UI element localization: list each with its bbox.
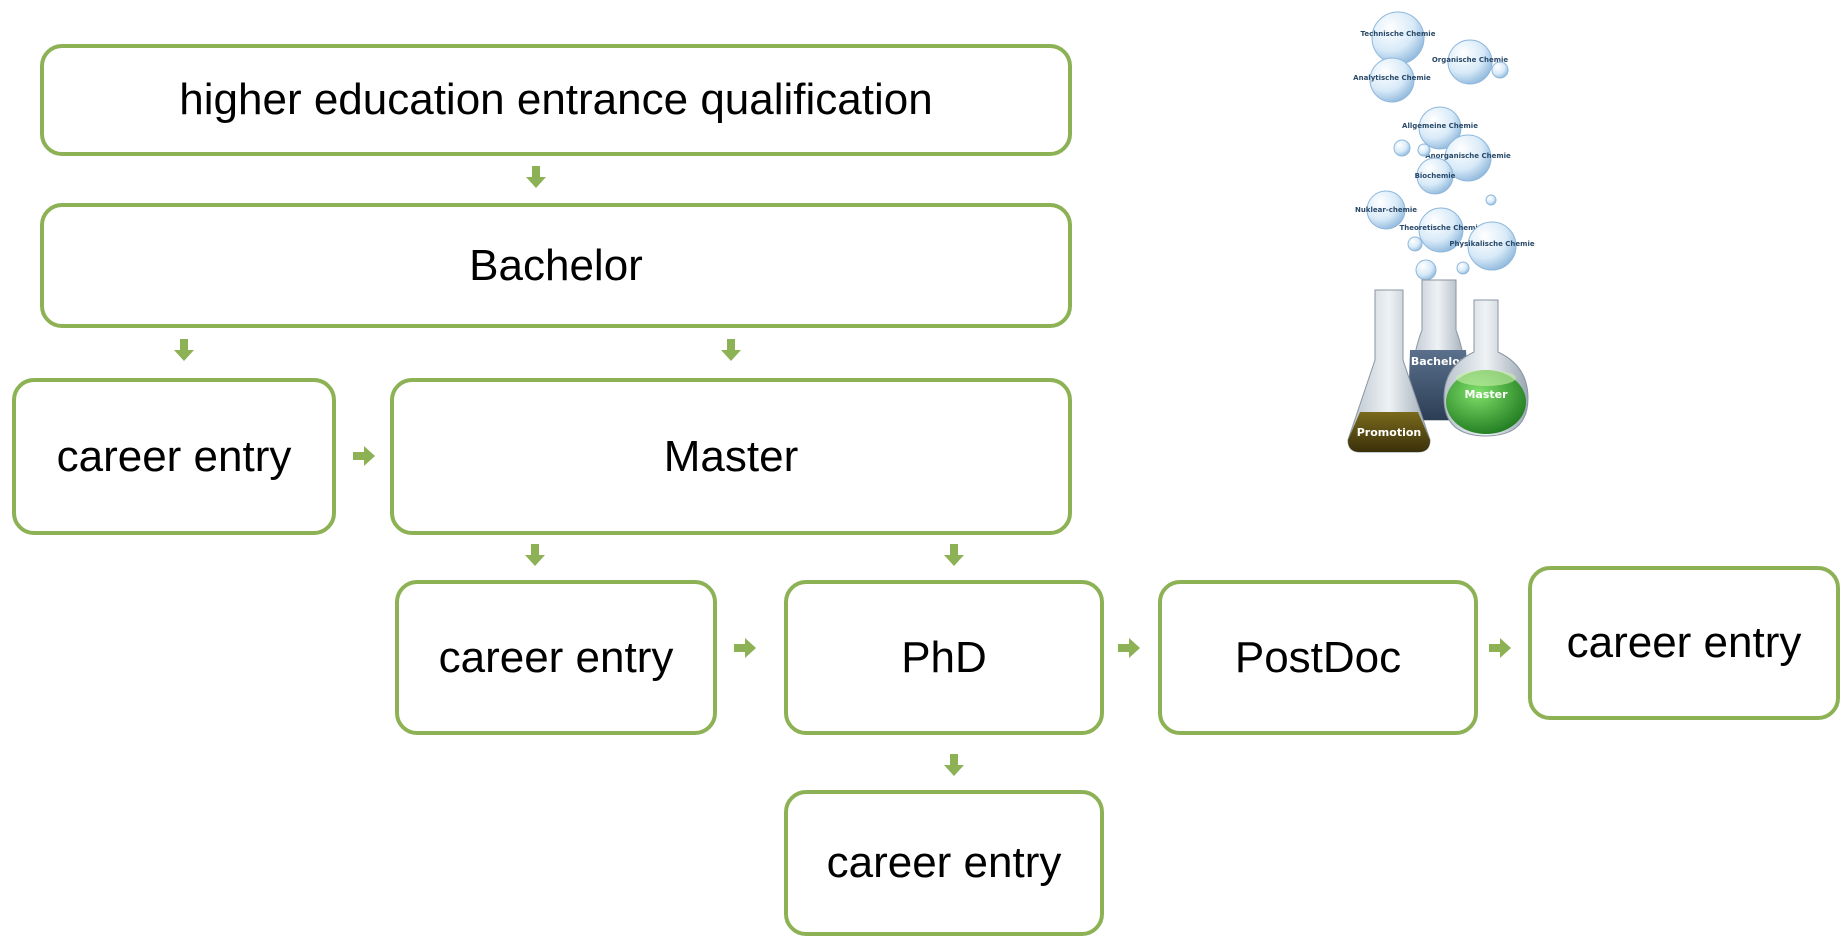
node-label: career entry	[438, 632, 674, 682]
node-label: career entry	[56, 431, 292, 481]
bubble-theoretische-chemie: Theoretische Chemie	[1399, 207, 1483, 253]
node-master: Master	[390, 378, 1072, 535]
bubble-nuklearchemie: Nuklear-chemie	[1355, 190, 1417, 230]
arrow-down-icon	[523, 543, 547, 567]
bubble-analytische-chemie: Analytische Chemie	[1353, 57, 1431, 103]
node-label: PhD	[901, 632, 987, 682]
chemistry-flasks-illustration: Technische Chemie Organische Chemie Anal…	[1340, 0, 1540, 470]
node-label: career entry	[826, 838, 1062, 887]
bubble-label: Physikalische Chemie	[1449, 240, 1534, 248]
flask-master: Master	[1443, 299, 1529, 437]
arrow-down-icon	[942, 543, 966, 567]
bubble-label: Analytische Chemie	[1353, 74, 1431, 82]
node-label: PostDoc	[1234, 632, 1402, 682]
node-career-entry-after-master: career entry	[395, 580, 717, 735]
bubble-label: Biochemie	[1415, 172, 1456, 180]
bubble-organische-chemie: Organische Chemie	[1432, 39, 1509, 85]
node-higher-education-entrance-qualification: higher education entrance qualification	[40, 44, 1072, 156]
node-label: higher education entrance qualification	[179, 75, 933, 124]
arrow-right-icon	[352, 444, 376, 468]
bubble-allgemeine-chemie: Allgemeine Chemie	[1402, 106, 1478, 150]
flask-promotion: Promotion	[1347, 289, 1431, 453]
node-career-entry-after-postdoc: career entry	[1528, 566, 1840, 720]
bubble-physikalische-chemie: Physikalische Chemie	[1449, 221, 1535, 271]
arrow-down-icon	[524, 165, 548, 189]
bubble-label: Anorganische Chemie	[1425, 152, 1511, 160]
node-label: Master	[663, 431, 799, 481]
bubble-biochemie: Biochemie	[1415, 157, 1456, 195]
bubble-label: Theoretische Chemie	[1399, 224, 1482, 232]
bubble-label: Nuklear-chemie	[1355, 206, 1417, 214]
arrow-down-icon	[942, 753, 966, 777]
node-label: career entry	[1566, 618, 1802, 667]
bubble-technische-chemie: Technische Chemie	[1361, 11, 1436, 65]
bubble-anorganische-chemie: Anorganische Chemie	[1425, 134, 1511, 182]
node-career-entry-after-phd: career entry	[784, 790, 1104, 936]
node-phd: PhD	[784, 580, 1104, 735]
arrow-right-icon	[733, 636, 757, 660]
node-bachelor: Bachelor	[40, 203, 1072, 328]
bubble-label: Technische Chemie	[1361, 30, 1436, 38]
flask-label: Promotion	[1357, 426, 1421, 439]
small-bubbles	[1393, 61, 1509, 281]
node-career-entry-after-bachelor: career entry	[12, 378, 336, 535]
bubble-label: Organische Chemie	[1432, 56, 1509, 64]
flask-label: Bachelor	[1411, 355, 1466, 368]
flask-label: Master	[1464, 388, 1508, 401]
node-postdoc: PostDoc	[1158, 580, 1478, 735]
node-label: Bachelor	[469, 240, 643, 290]
arrow-down-icon	[172, 338, 196, 362]
arrow-right-icon	[1488, 636, 1512, 660]
arrow-right-icon	[1117, 636, 1141, 660]
bubble-label: Allgemeine Chemie	[1402, 122, 1478, 130]
arrow-down-icon	[719, 338, 743, 362]
